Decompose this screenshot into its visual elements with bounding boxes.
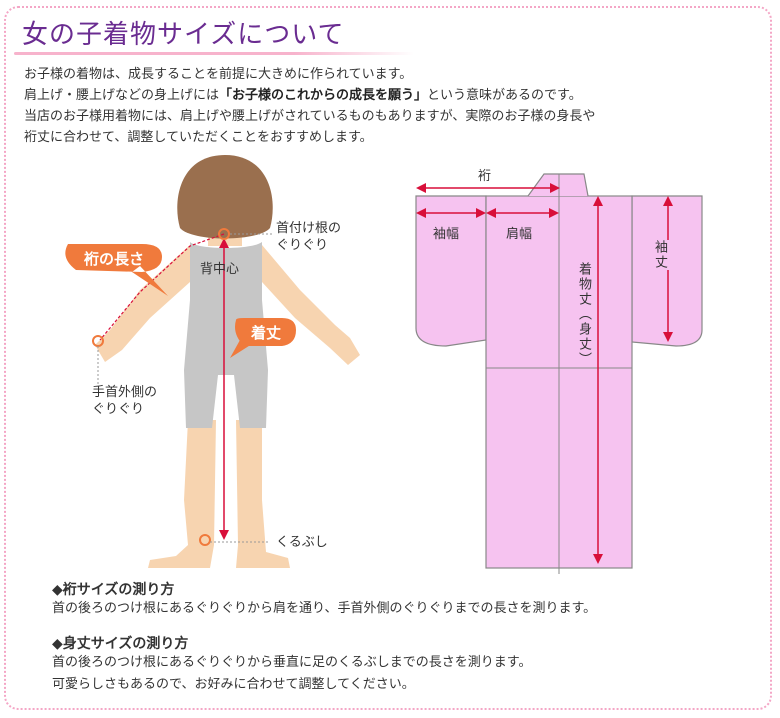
ankle-marker <box>199 534 211 546</box>
intro-line-2-bold: 「お子様のこれからの成長を願う」 <box>219 88 428 103</box>
wrist-line-2: ぐりぐり <box>92 402 145 417</box>
intro-line-1: お子様の着物は、成長することを前提に大きめに作られています。 <box>24 67 413 82</box>
kitake-arrow-top <box>219 238 229 248</box>
katahaba-arrow-left <box>486 208 496 218</box>
neck-base-line-2: ぐりぐり <box>276 238 329 253</box>
kimono-yuki-arrow-right <box>550 183 560 193</box>
page-title: 女の子着物サイズについて <box>22 20 345 50</box>
sodehaba-label: 袖幅 <box>433 226 460 243</box>
neck-base-label: 首付け根の ぐりぐり <box>276 220 341 254</box>
right-leg <box>236 420 290 568</box>
yuki-bubble: 裄の長さ <box>83 250 144 268</box>
page-frame <box>4 6 772 710</box>
neck-base-marker <box>218 228 230 240</box>
sodehaba-arrow-right <box>476 208 486 218</box>
ankle-label: くるぶし <box>276 535 328 550</box>
kitake-bubble-shape <box>230 318 296 358</box>
kitake-bubble: 着丈 <box>250 324 281 342</box>
kimono-yuki-label: 裄 <box>478 169 492 184</box>
left-leg <box>148 420 216 568</box>
left-arm <box>95 245 190 362</box>
sodetake-arrow-bottom <box>663 332 673 342</box>
yuki-measure-line <box>99 233 225 341</box>
intro-line-3: 当店のお子様用着物には、肩上げや腰上げがされているものもありますが、実際のお子様… <box>24 109 596 124</box>
katahaba-arrow-right <box>549 208 559 218</box>
back-center-label: 背中心 <box>200 262 240 277</box>
kimono-kitake-arrow-top <box>593 196 603 206</box>
kimono-kitake-arrow-bottom <box>593 554 603 564</box>
kitake-arrow-bottom <box>219 530 229 540</box>
katahaba-label: 肩幅 <box>506 226 533 243</box>
leotard <box>184 242 268 428</box>
section-yuki-heading: ◆裄サイズの測り方 <box>52 582 175 598</box>
section-mitake-body: 首の後ろのつけ根にあるぐりぐりから垂直に足のくるぶしまでの長さを測ります。 可愛… <box>52 652 531 696</box>
sodetake-arrow-top <box>663 196 673 206</box>
intro-line-2: 肩上げ・腰上げなどの身上げには「お子様のこれからの成長を願う」という意味があるの… <box>24 85 595 106</box>
right-sleeve <box>631 195 703 347</box>
collar <box>527 173 589 197</box>
section-yuki-body: 首の後ろのつけ根にあるぐりぐりから肩を通り、手首外側のぐりぐりまでの長さを測りま… <box>52 598 596 620</box>
kimono-yuki-arrow-left <box>416 183 426 193</box>
kimono-kitake-label: 着物丈（身丈） <box>574 262 593 367</box>
intro-line-2-pre: 肩上げ・腰上げなどの身上げには <box>24 88 220 103</box>
intro-line-2-post: という意味があるのです。 <box>427 88 582 103</box>
sodetake-label: 袖丈 <box>650 240 669 270</box>
body-figure <box>65 155 360 568</box>
intro-text: お子様の着物は、成長することを前提に大きめに作られています。 肩上げ・腰上げなど… <box>24 64 595 148</box>
hair <box>177 155 273 239</box>
left-sleeve <box>415 195 487 347</box>
yuki-bubble-shape <box>65 244 168 296</box>
right-arm <box>262 245 360 365</box>
kimono-figure <box>415 173 703 574</box>
section-mitake-line-1: 首の後ろのつけ根にあるぐりぐりから垂直に足のくるぶしまでの長さを測ります。 <box>52 655 532 670</box>
wrist-label: 手首外側の ぐりぐり <box>92 384 157 418</box>
title-underline <box>14 52 414 55</box>
section-mitake-line-2: 可愛らしさもあるので、お好みに合わせて調整してください。 <box>52 677 415 692</box>
wrist-line-1: 手首外側の <box>92 385 158 400</box>
section-yuki-line-1: 首の後ろのつけ根にあるぐりぐりから肩を通り、手首外側のぐりぐりまでの長さを測りま… <box>52 601 597 616</box>
sodehaba-arrow-left <box>416 208 426 218</box>
neck-base-line-1: 首付け根の <box>276 221 342 236</box>
section-mitake-heading: ◆身丈サイズの測り方 <box>52 636 189 652</box>
intro-line-4: 裄丈に合わせて、調整していただくことをおすすめします。 <box>24 130 373 145</box>
